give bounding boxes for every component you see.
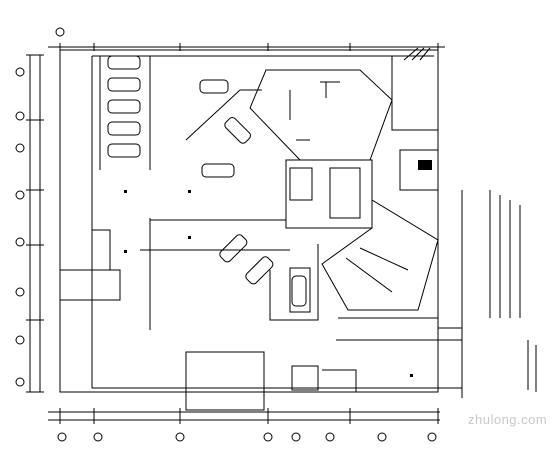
central-hall	[249, 69, 393, 161]
hall-inner	[289, 81, 340, 141]
right-block	[399, 149, 439, 191]
parking-bay-wall	[99, 56, 151, 170]
bottom-left-room	[185, 351, 265, 411]
car	[107, 121, 141, 136]
annotation-leaders	[489, 190, 537, 392]
left-strip	[92, 229, 111, 270]
dimension-ticks-bottom	[59, 408, 439, 424]
car	[219, 234, 248, 263]
elevator-shaft	[289, 167, 313, 201]
car	[107, 77, 141, 92]
grid-axis-markers	[15, 27, 437, 442]
bottom-stair	[291, 365, 319, 391]
car	[199, 79, 229, 94]
exterior-wall-inner	[91, 55, 434, 389]
angled-wall	[185, 89, 262, 141]
cable-run-2	[336, 317, 462, 341]
car	[107, 143, 141, 158]
left-small-room	[59, 269, 121, 301]
corridor-line	[149, 219, 286, 330]
lower-parking	[289, 267, 311, 313]
car	[291, 275, 307, 307]
angled-room	[321, 199, 439, 311]
car	[224, 117, 251, 144]
cable-run	[140, 218, 290, 251]
car	[201, 163, 235, 178]
dimension-ticks	[59, 43, 439, 51]
bottom-right-room	[322, 369, 357, 392]
angled-room-inner	[345, 247, 409, 293]
watermark-text: zhulong.com	[468, 412, 548, 427]
columns	[124, 160, 432, 377]
lower-wall	[269, 244, 319, 321]
parking-cars	[107, 55, 307, 307]
right-upper-rooms	[391, 56, 438, 131]
dimension-ticks-left	[26, 54, 44, 393]
car	[107, 55, 141, 70]
cable-run-4	[403, 47, 431, 61]
exterior-wall	[59, 49, 439, 393]
car	[245, 256, 274, 285]
stair-core	[329, 167, 361, 219]
car	[107, 99, 141, 114]
cable-run-3	[432, 190, 463, 398]
